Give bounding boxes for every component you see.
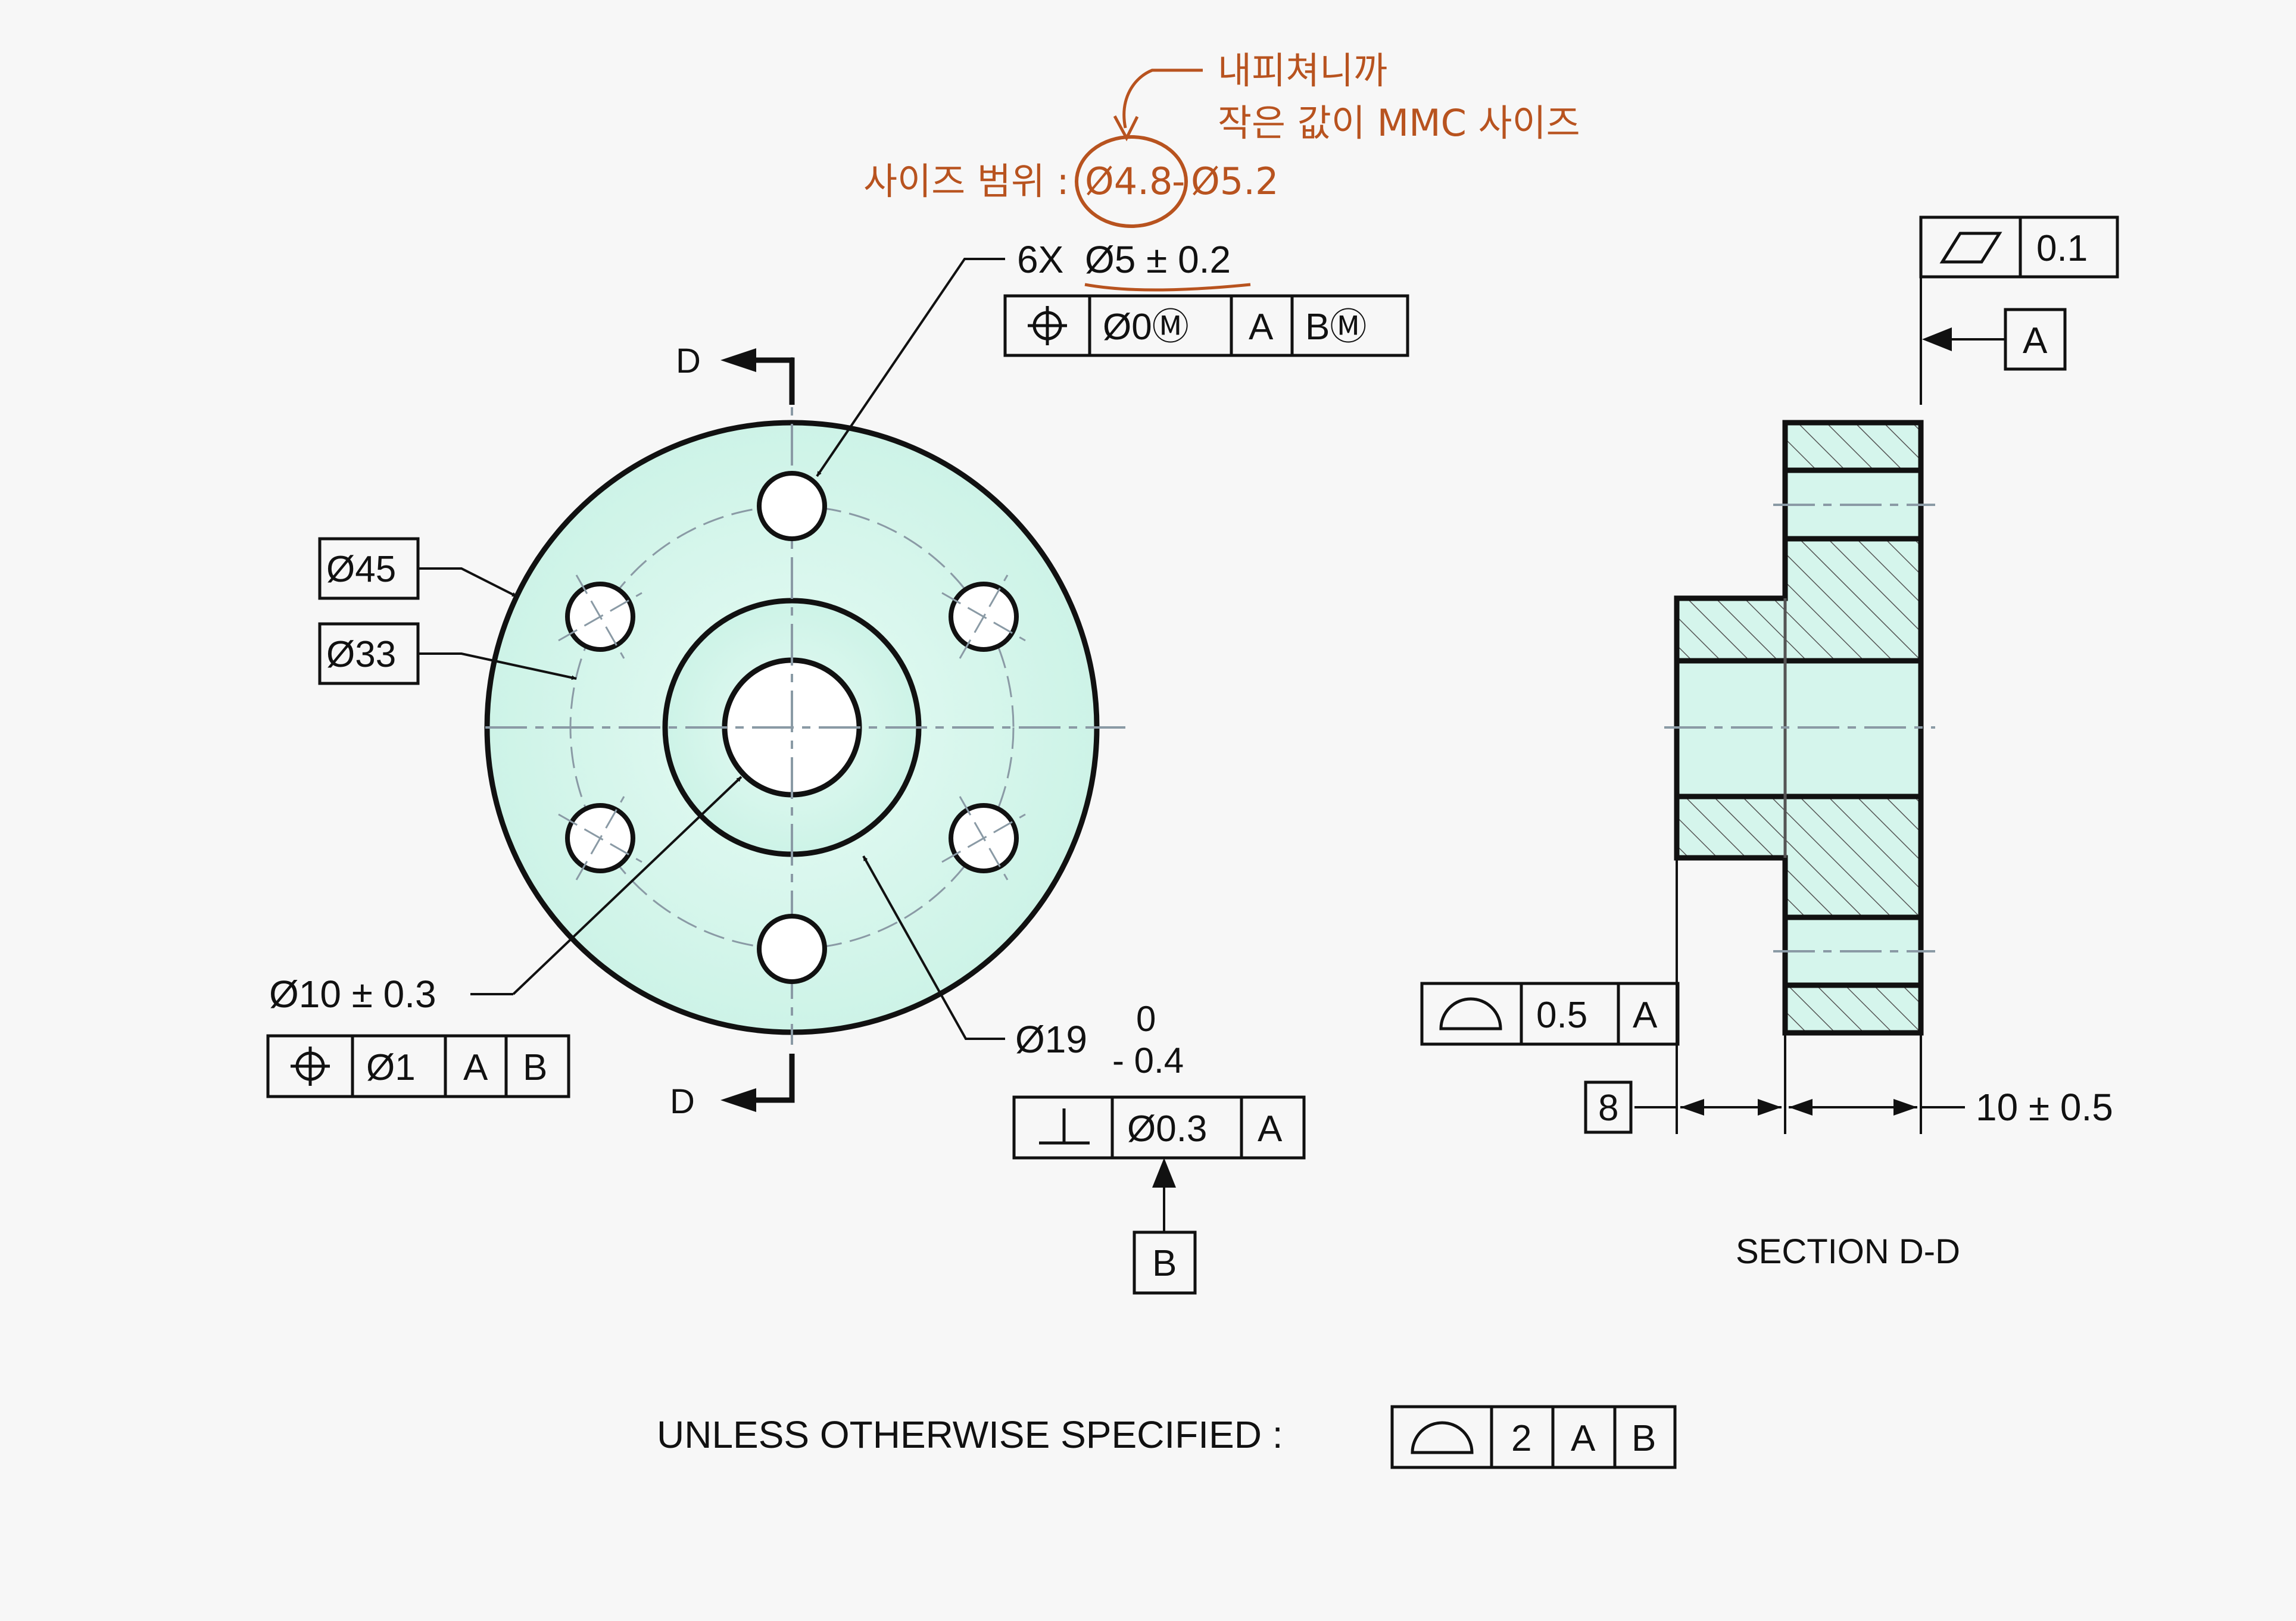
holes-callout: 6X Ø5 ± 0.2 Ø0Ⓜ A BⓂ (816, 238, 1409, 477)
profile-datum1: A (1633, 995, 1658, 1036)
position-symbol-icon (291, 1047, 330, 1086)
thickness-dim: 10 ± 0.5 (1976, 1086, 2113, 1129)
general-fcf-datum1: A (1571, 1418, 1596, 1459)
section-view: 0.1 A 0.5 A 8 10 ± 0.5 S (1420, 215, 2119, 1271)
holes-fcf-datum1: A (1249, 307, 1274, 348)
boss-perpendicularity-fcf: Ø0.3 A (1012, 1095, 1306, 1160)
size-range-dash: - (1172, 160, 1185, 203)
flange-section-mid-upper (1785, 539, 1921, 661)
boss-dimension: Ø19 (1015, 1018, 1087, 1061)
bolt-circle-dia-value: Ø33 (326, 634, 396, 675)
general-note: UNLESS OTHERWISE SPECIFIED : 2 A B (657, 1405, 1677, 1469)
bolt-circle-dia-callout: Ø33 (318, 622, 577, 685)
general-profile-fcf: 2 A B (1390, 1405, 1677, 1469)
mmc-circle-mark (1075, 135, 1188, 228)
outer-dia-callout: Ø45 (318, 537, 517, 600)
holes-count: 6X (1017, 238, 1063, 281)
holes-fcf-tolerance: Ø0Ⓜ (1103, 307, 1189, 348)
bore-fcf-tolerance: Ø1 (366, 1047, 416, 1088)
flatness-symbol-icon (1939, 232, 2002, 264)
boss-section-upper (1677, 598, 1785, 661)
boss-lower-tol: - 0.4 (1112, 1041, 1184, 1080)
outer-dia-value: Ø45 (326, 549, 396, 590)
mmc-underline-mark (1084, 283, 1251, 292)
boss-section-lower (1677, 797, 1785, 858)
boss-fcf-datum1: A (1258, 1108, 1283, 1150)
section-mark-bottom: D (670, 1082, 695, 1121)
flatness-fcf: 0.1 (1919, 215, 2119, 279)
bolt-hole-top (757, 471, 827, 541)
bolt-hole-bottom (757, 914, 827, 984)
holes-fcf-datum2: BⓂ (1305, 307, 1367, 348)
size-range-label: 사이즈 범위 : (863, 160, 1069, 203)
bore-fcf-datum2: B (523, 1047, 547, 1088)
profile-tolerance: 0.5 (1536, 995, 1587, 1036)
bore-position-fcf: Ø1 A B (266, 1034, 570, 1098)
profile-symbol-icon (1439, 997, 1502, 1030)
basic-dim-value: 8 (1598, 1088, 1618, 1129)
bolt-hole-lower-left (558, 796, 642, 880)
datum-b-label: B (1152, 1243, 1177, 1284)
bolt-hole-lower-right (941, 796, 1026, 880)
profile-symbol-icon (1411, 1421, 1474, 1454)
flange-section-mid-lower (1785, 797, 1921, 917)
position-symbol-icon (1028, 306, 1067, 345)
flatness-tolerance: 0.1 (2036, 228, 2088, 269)
profile-fcf: 0.5 A (1420, 982, 1680, 1046)
flange-section-bottom (1785, 985, 1921, 1033)
general-fcf-datum2: B (1631, 1418, 1656, 1459)
basic-dim: 8 (1584, 1080, 1633, 1134)
bolt-hole-upper-left (558, 574, 642, 659)
datum-a-label: A (2023, 320, 2048, 361)
datum-b-feature: B (1133, 1158, 1197, 1295)
holes-dimension: Ø5 ± 0.2 (1085, 238, 1231, 281)
front-view: D D 6X Ø5 ± 0.2 Ø0Ⓜ A BⓂ (266, 238, 1409, 1295)
note-line-2: 작은 값이 MMC 사이즈 (1218, 101, 1580, 145)
perpendicularity-symbol-icon (1039, 1108, 1090, 1145)
boss-upper-tol: 0 (1136, 999, 1156, 1039)
note-pointer-line (1122, 68, 1203, 129)
general-fcf-tolerance: 2 (1511, 1418, 1531, 1459)
boss-callout: Ø19 0 - 0.4 Ø0.3 A B (862, 855, 1306, 1295)
holes-position-fcf: Ø0Ⓜ A BⓂ (1003, 294, 1409, 357)
section-title: SECTION D-D (1736, 1232, 1960, 1271)
handwritten-note: 내피쳐니까 작은 값이 MMC 사이즈 사이즈 범위 : Ø4.8 - Ø5.2 (863, 49, 1580, 292)
bore-callout: Ø10 ± 0.3 Ø1 A B (266, 777, 741, 1098)
note-line-1: 내피쳐니까 (1218, 49, 1387, 92)
bore-fcf-datum1: A (463, 1047, 488, 1088)
section-mark-top: D (676, 342, 701, 380)
datum-a-feature: A (1922, 308, 2067, 371)
boss-fcf-tolerance: Ø0.3 (1127, 1108, 1207, 1150)
size-range-max: Ø5.2 (1191, 160, 1278, 203)
section-cut-plane (720, 348, 795, 1112)
general-note-text: UNLESS OTHERWISE SPECIFIED : (657, 1413, 1283, 1456)
size-range-min: Ø4.8 (1085, 160, 1172, 203)
bolt-hole-upper-right (941, 574, 1026, 659)
flange-section-top (1785, 423, 1921, 470)
bore-dimension: Ø10 ± 0.3 (269, 973, 436, 1016)
